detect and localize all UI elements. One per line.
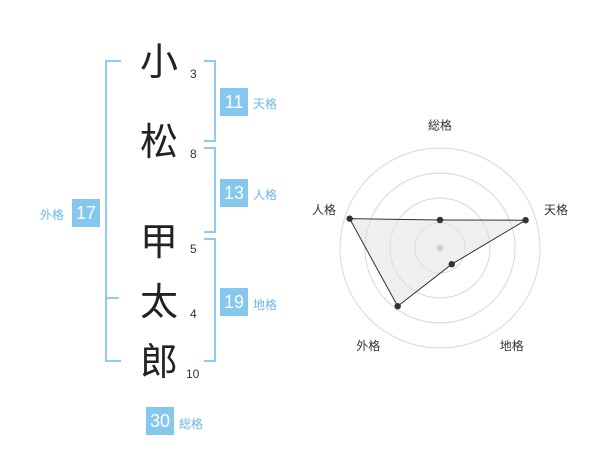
radar-axis-label-1: 総格 (428, 118, 452, 133)
radar-point-1 (436, 216, 444, 224)
soukaku-badge: 30 (146, 407, 174, 435)
chikaku-badge: 19 (220, 288, 248, 316)
radar-center (437, 245, 443, 251)
chikaku-bracket (204, 238, 216, 362)
name-char-5: 郎 (140, 340, 179, 384)
gaikaku-bracket (105, 60, 121, 362)
name-char-1: 小 (140, 40, 179, 84)
gaikaku-badge: 17 (72, 199, 100, 227)
radar-point-4 (394, 303, 401, 310)
name-char-3: 甲 (140, 220, 179, 264)
radar-ring (339, 147, 541, 349)
radar-point-5 (346, 215, 353, 222)
gaikaku-label: 外格 (40, 208, 65, 222)
chikaku-label: 地格 (253, 298, 278, 312)
stroke-count-1: 3 (190, 67, 197, 81)
gaikaku-bracket-tick (105, 297, 119, 299)
tenkaku-label: 天格 (253, 97, 278, 111)
radar-point-2 (522, 216, 529, 224)
radar-axis-label-5: 人格 (312, 202, 336, 217)
radar-point-3 (448, 260, 455, 268)
radar-axis-label-4: 外格 (356, 338, 380, 353)
jinkaku-label: 人格 (253, 188, 278, 202)
soukaku-label: 総格 (179, 417, 204, 431)
name-char-2: 松 (140, 120, 179, 164)
stroke-count-2: 8 (190, 147, 197, 161)
tenkaku-bracket (204, 60, 216, 142)
stroke-count-3: 5 (190, 242, 197, 256)
stroke-count-4: 4 (190, 307, 197, 321)
jinkaku-badge: 13 (220, 179, 248, 207)
stroke-count-5: 10 (186, 367, 200, 381)
radar-ring (364, 172, 516, 324)
radar-axis-label-3: 地格 (500, 338, 524, 353)
radar-area (348, 218, 528, 308)
name-char-4: 太 (140, 280, 179, 324)
radar-axis-label-2: 天格 (544, 202, 568, 217)
jinkaku-bracket (204, 147, 216, 233)
tenkaku-badge: 11 (220, 88, 248, 116)
